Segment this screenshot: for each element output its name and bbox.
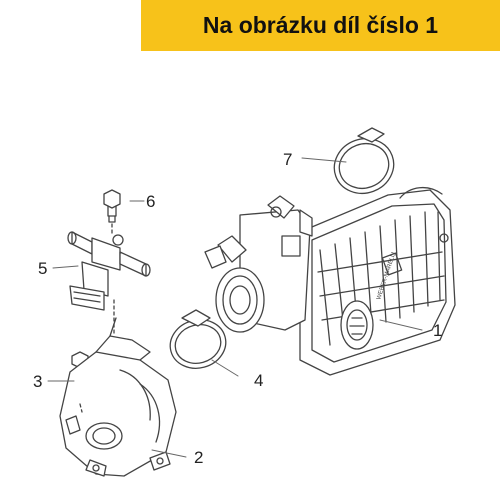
callout-5: 5	[38, 259, 48, 278]
throttle-body-part	[204, 187, 456, 376]
callout-6: 6	[146, 192, 156, 211]
callout-4: 4	[254, 371, 264, 390]
bolt-part	[103, 189, 121, 223]
callout-3: 3	[33, 372, 43, 391]
hose-clamp-lower-part	[169, 309, 227, 369]
injector-connector-part	[67, 231, 151, 311]
callout-7: 7	[283, 150, 293, 169]
hose-clamp-upper-part	[333, 127, 395, 195]
callout-1: 1	[433, 321, 443, 340]
banner: Na obrázku díl číslo 1	[141, 0, 500, 51]
intake-manifold-part	[59, 317, 177, 477]
callout-2: 2	[194, 448, 204, 467]
